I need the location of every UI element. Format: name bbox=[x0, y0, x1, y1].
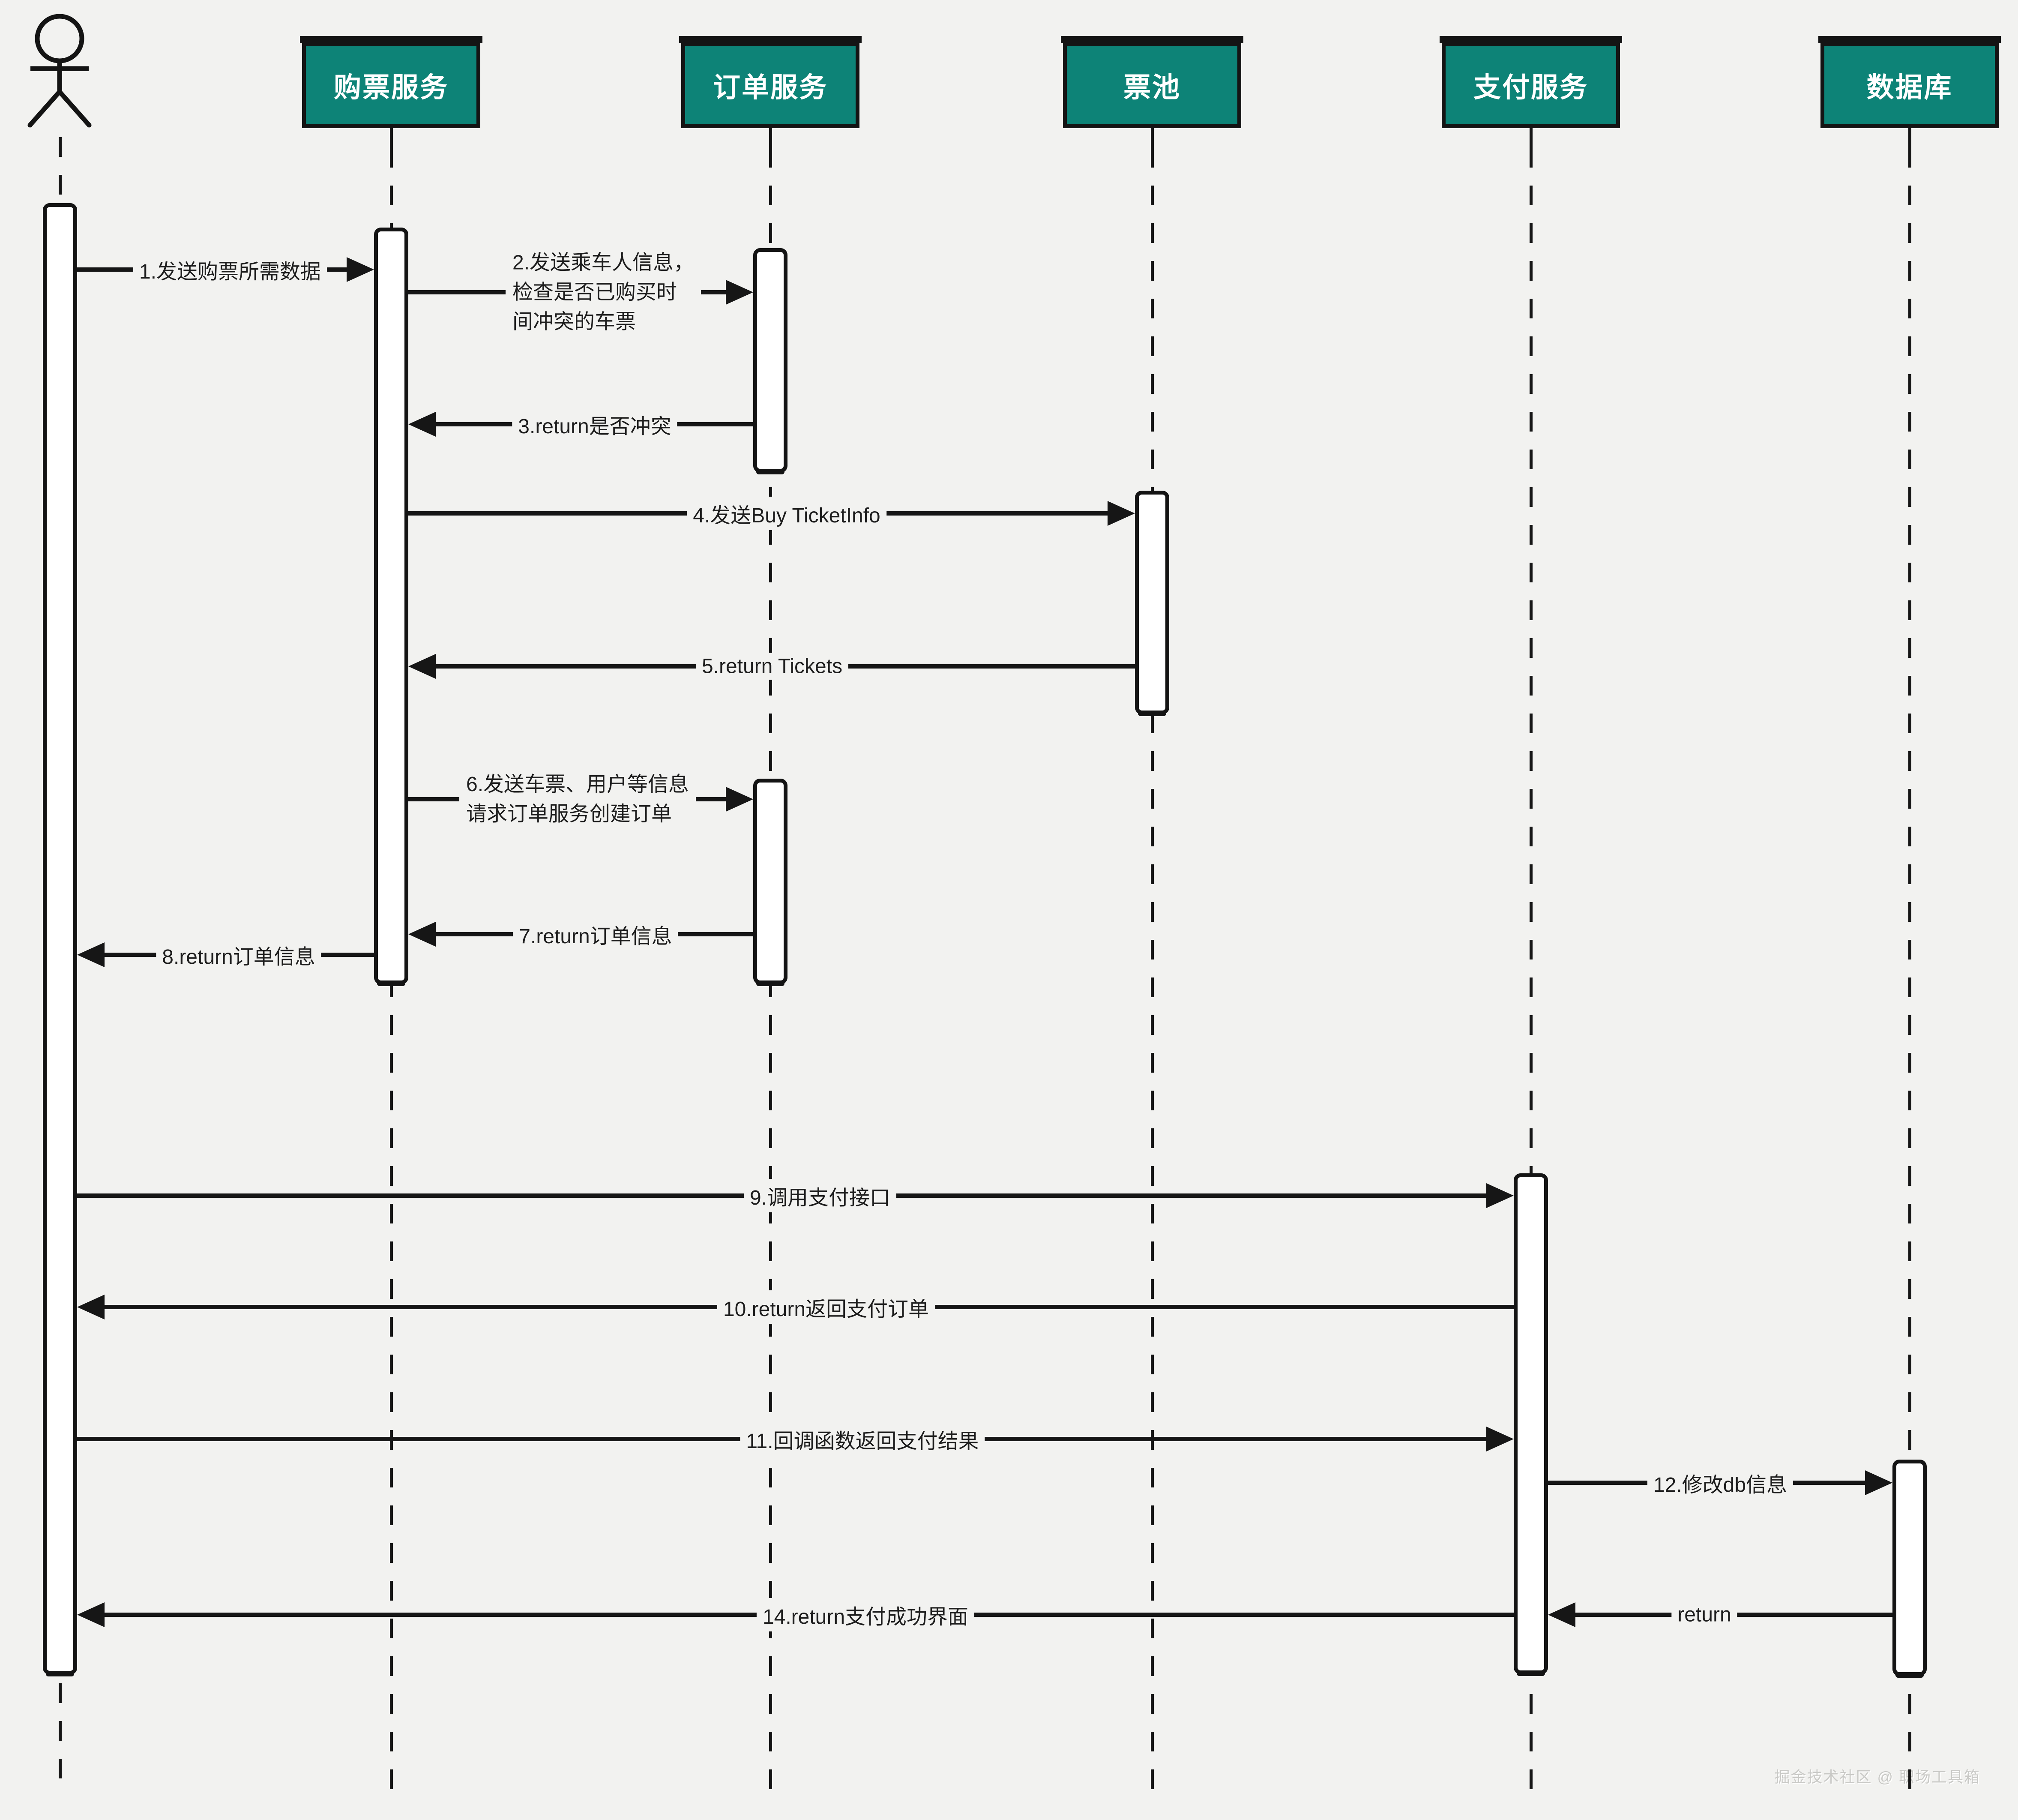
message-2-label-line-2: 检查是否已购买时 bbox=[512, 281, 677, 304]
order-service-activation-2 bbox=[753, 779, 787, 986]
message-11-arrowhead-icon bbox=[1486, 1427, 1514, 1451]
message-9-arrowhead-icon bbox=[1486, 1183, 1514, 1208]
participant-box-payment-service: 支付服务 bbox=[1440, 36, 1622, 128]
message-14-arrowhead-icon bbox=[77, 1602, 105, 1627]
lifeline-payment-service bbox=[1530, 148, 1533, 1793]
ticket-service-activation bbox=[374, 228, 408, 986]
lifeline-stub-payment-service bbox=[1530, 128, 1533, 149]
lifeline-database bbox=[1908, 148, 1911, 1793]
message-14-label: 14.return支付成功界面 bbox=[756, 1598, 975, 1631]
actor-icon bbox=[27, 14, 92, 128]
message-13-arrowhead-icon bbox=[1548, 1602, 1575, 1627]
payment-service-activation bbox=[1514, 1173, 1548, 1676]
participant-label-ticket-service: 购票服务 bbox=[334, 72, 449, 103]
participant-box-order-service: 订单服务 bbox=[679, 36, 862, 128]
message-1-label: 1.发送购票所需数据 bbox=[133, 253, 327, 286]
participant-box-ticket-service: 购票服务 bbox=[300, 36, 482, 128]
message-10-label: 10.return返回支付订单 bbox=[717, 1290, 935, 1324]
message-7-label: 7.return订单信息 bbox=[513, 917, 678, 951]
watermark: 掘金技术社区 @ 职场工具箱 bbox=[1774, 1768, 1980, 1786]
message-6-label: 6.发送车票、用户等信息请求订单服务创建订单 bbox=[459, 766, 696, 832]
message-5-label: 5.return Tickets bbox=[695, 653, 849, 680]
message-2-label: 2.发送乘车人信息， 检查是否已购买时间冲突的车票 bbox=[506, 244, 701, 340]
message-3-label: 3.return是否冲突 bbox=[512, 408, 677, 441]
participant-box-ticket-pool: 票池 bbox=[1061, 36, 1243, 128]
order-service-activation-1 bbox=[753, 248, 787, 474]
lifeline-stub-order-service bbox=[769, 128, 772, 149]
lifeline-stub-ticket-pool bbox=[1151, 128, 1154, 149]
lifeline-stub-database bbox=[1908, 128, 1911, 149]
participant-label-payment-service: 支付服务 bbox=[1473, 72, 1588, 103]
message-12-label: 12.修改db信息 bbox=[1647, 1466, 1793, 1499]
message-10-arrowhead-icon bbox=[77, 1295, 105, 1319]
message-5-arrowhead-icon bbox=[408, 654, 436, 679]
participant-label-database: 数据库 bbox=[1866, 72, 1953, 103]
database-activation bbox=[1892, 1460, 1927, 1678]
user-activation bbox=[43, 203, 77, 1676]
message-2-arrowhead-icon bbox=[726, 280, 753, 305]
message-2-label-line-3: 间冲突的车票 bbox=[512, 310, 636, 333]
message-6-label-line-2: 请求订单服务创建订单 bbox=[466, 803, 672, 825]
ticket-pool-activation bbox=[1135, 491, 1169, 716]
message-6-label-line-1: 6.发送车票、用户等信息 bbox=[466, 773, 689, 796]
message-4-arrowhead-icon bbox=[1108, 501, 1135, 526]
message-6-arrowhead-icon bbox=[726, 787, 753, 812]
message-11-label: 11.回调函数返回支付结果 bbox=[740, 1422, 985, 1456]
message-7-arrowhead-icon bbox=[408, 922, 436, 947]
participant-label-order-service: 订单服务 bbox=[713, 72, 828, 103]
message-13-label: return bbox=[1671, 1601, 1737, 1628]
message-8-arrowhead-icon bbox=[77, 942, 105, 967]
message-2-label-line-1: 2.发送乘车人信息， bbox=[512, 251, 695, 274]
message-1-arrowhead-icon bbox=[347, 257, 374, 282]
message-8-label: 8.return订单信息 bbox=[156, 938, 321, 971]
participant-label-ticket-pool: 票池 bbox=[1123, 72, 1181, 103]
message-4-label: 4.发送Buy TicketInfo bbox=[687, 497, 886, 530]
message-9-label: 9.调用支付接口 bbox=[743, 1179, 897, 1212]
lifeline-stub-ticket-service bbox=[390, 128, 393, 149]
participant-box-database: 数据库 bbox=[1818, 36, 2001, 128]
lifeline-ticket-pool bbox=[1151, 148, 1154, 1793]
message-3-arrowhead-icon bbox=[408, 412, 436, 437]
message-12-arrowhead-icon bbox=[1865, 1470, 1892, 1495]
